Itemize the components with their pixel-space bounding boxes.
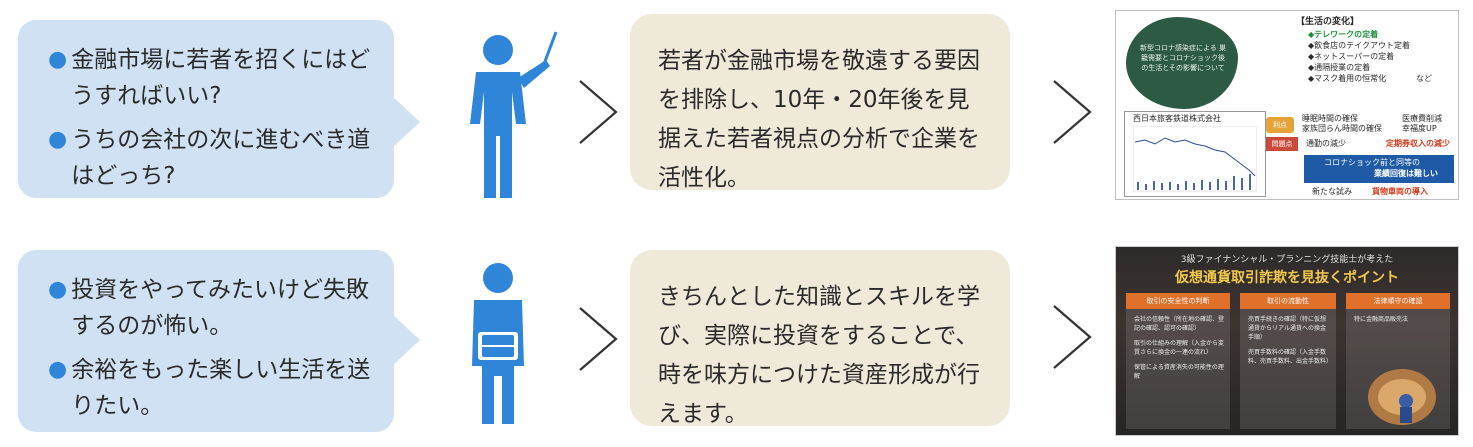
person-with-book-icon xyxy=(472,263,524,424)
company-name: 西日本旅客鉄道株式会社 xyxy=(1133,114,1221,123)
benefit-item: 医療費削減 xyxy=(1402,114,1442,123)
bullet-icon: ● xyxy=(48,127,68,152)
problem-left: 通勤の減少 xyxy=(1306,139,1346,148)
right-arrow-icon xyxy=(1053,80,1092,144)
benefit-item: 睡眠時間の確保 xyxy=(1302,114,1358,123)
row-1: ●金融市場に若者を招くにはどうすればいい? ●うちの会社の次に進むべき道はどっち… xyxy=(0,10,1473,210)
new-plan-right: 貨物車両の導入 xyxy=(1372,187,1428,196)
thumbnail-slide-crypto: 3級ファイナンシャル・プランニング技能士が考えた 仮想通貨取引詐欺を見抜くポイン… xyxy=(1115,246,1459,436)
thumb-item: ◆ネットスーパーの定着 xyxy=(1308,52,1395,61)
question-text: うちの会社の次に進むべき道はどっち? xyxy=(71,127,371,189)
thumbnail-slide-covid: 新型コロナ感染症による 巣籠需要とコロナショック後の生活とその影響について 【生… xyxy=(1115,10,1459,200)
bubble-tail xyxy=(392,314,420,366)
stock-chart xyxy=(1133,126,1257,192)
column-item: 保管による資産消失の可能性の理解 xyxy=(1134,364,1224,380)
right-arrow-icon xyxy=(1053,305,1092,369)
slide-title: 仮想通貨取引詐欺を見抜くポイント xyxy=(1175,270,1399,286)
person-with-pointer-icon xyxy=(470,31,558,198)
stock-chart-panel: 西日本旅客鉄道株式会社 xyxy=(1124,111,1266,197)
slide-column: 取引の安全性の判断 会社の信頼性（所在地の確認、登記の確認、認可の確認） 取引の… xyxy=(1126,293,1230,429)
conclusion-line: コロナショック前と同等の xyxy=(1324,158,1420,167)
question-bubble-2: ●投資をやってみたいけど失敗するのが怖い。 ●余裕をもった楽しい生活を送りたい。 xyxy=(18,250,420,432)
bullet-icon: ● xyxy=(48,357,68,382)
question-text: 投資をやってみたいけど失敗するのが怖い。 xyxy=(71,277,370,339)
column-header: 取引の安全性の判断 xyxy=(1126,293,1230,309)
thumb-item: ◆通隔授業の定着 xyxy=(1308,63,1371,72)
question-bubble-1: ●金融市場に若者を招くにはどうすればいい? ●うちの会社の次に進むべき道はどっち… xyxy=(18,20,420,198)
solution-box-1: 若者が金融市場を敬遠する要因を排除し、10年・20年後を見据えた若者視点の分析で… xyxy=(630,14,1010,191)
row-2: ●投資をやってみたいけど失敗するのが怖い。 ●余裕をもった楽しい生活を送りたい。… xyxy=(0,238,1473,438)
thumb-item: ◆テレワークの定着 xyxy=(1308,30,1379,39)
column-item: 売買手続きの確認（特に仮想通貨からリアル通貨への換金手順） xyxy=(1248,316,1327,341)
column-item: 会社の信頼性（所在地の確認、登記の確認、認可の確認） xyxy=(1134,316,1225,332)
bullet-icon: ● xyxy=(48,47,68,72)
question-text: 余裕をもった楽しい生活を送りたい。 xyxy=(71,357,371,419)
column-header: 法律順守の確認 xyxy=(1346,293,1450,309)
shell-illustration xyxy=(1368,369,1436,425)
benefit-item: 幸福度UP xyxy=(1402,124,1437,133)
column-header: 取引の流動性 xyxy=(1240,293,1336,309)
thumb-item: など xyxy=(1416,74,1432,83)
problem-right: 定期券収入の減少 xyxy=(1386,139,1450,148)
slide-pretitle: 3級ファイナンシャル・プランニング技能士が考えた xyxy=(1180,255,1394,265)
slide-column: 取引の流動性 売買手続きの確認（特に仮想通貨からリアル通貨への換金手順） 売買手… xyxy=(1240,293,1336,429)
thumb-item: ◆飲食店のテイクアウト定着 xyxy=(1308,41,1410,50)
column-item: 取引の仕組みの理解（入金から変質さらに換金の一連の流れ） xyxy=(1134,340,1225,356)
thumb-item: ◆マスク着用の恒常化 xyxy=(1308,74,1387,83)
bullet-icon: ● xyxy=(48,277,68,302)
blob-text: 新型コロナ感染症による 巣籠需要とコロナショック後の生活とその影響について xyxy=(1139,44,1226,72)
conclusion-line: 業績回復は難しい xyxy=(1374,169,1438,178)
conclusion-box: コロナショック前と同等の 業績回復は難しい xyxy=(1304,155,1454,183)
benefit-item: 家族団らん時間の確保 xyxy=(1302,124,1382,133)
solution-box-2: きちんとした知識とスキルを学び、実際に投資をすることで、時を味方につけた資産形成… xyxy=(630,250,1010,427)
right-arrow-icon xyxy=(579,307,618,371)
bubble-tail xyxy=(392,96,420,148)
question-text: 金融市場に若者を招くにはどうすればいい? xyxy=(71,47,371,109)
column-item: 売買手数料の確認（入金手数料、売買手数料、出金手数料） xyxy=(1248,349,1333,365)
column-item: 特に金融商品販売法 xyxy=(1354,316,1409,323)
green-blob xyxy=(1126,17,1238,109)
right-arrow-icon xyxy=(579,80,618,144)
thumb-header: 【生活の変化】 xyxy=(1296,17,1360,27)
problem-tag: 問題点 xyxy=(1266,137,1298,151)
benefit-tag: 利点 xyxy=(1266,117,1294,133)
new-plan: 新たな試み xyxy=(1312,187,1352,196)
